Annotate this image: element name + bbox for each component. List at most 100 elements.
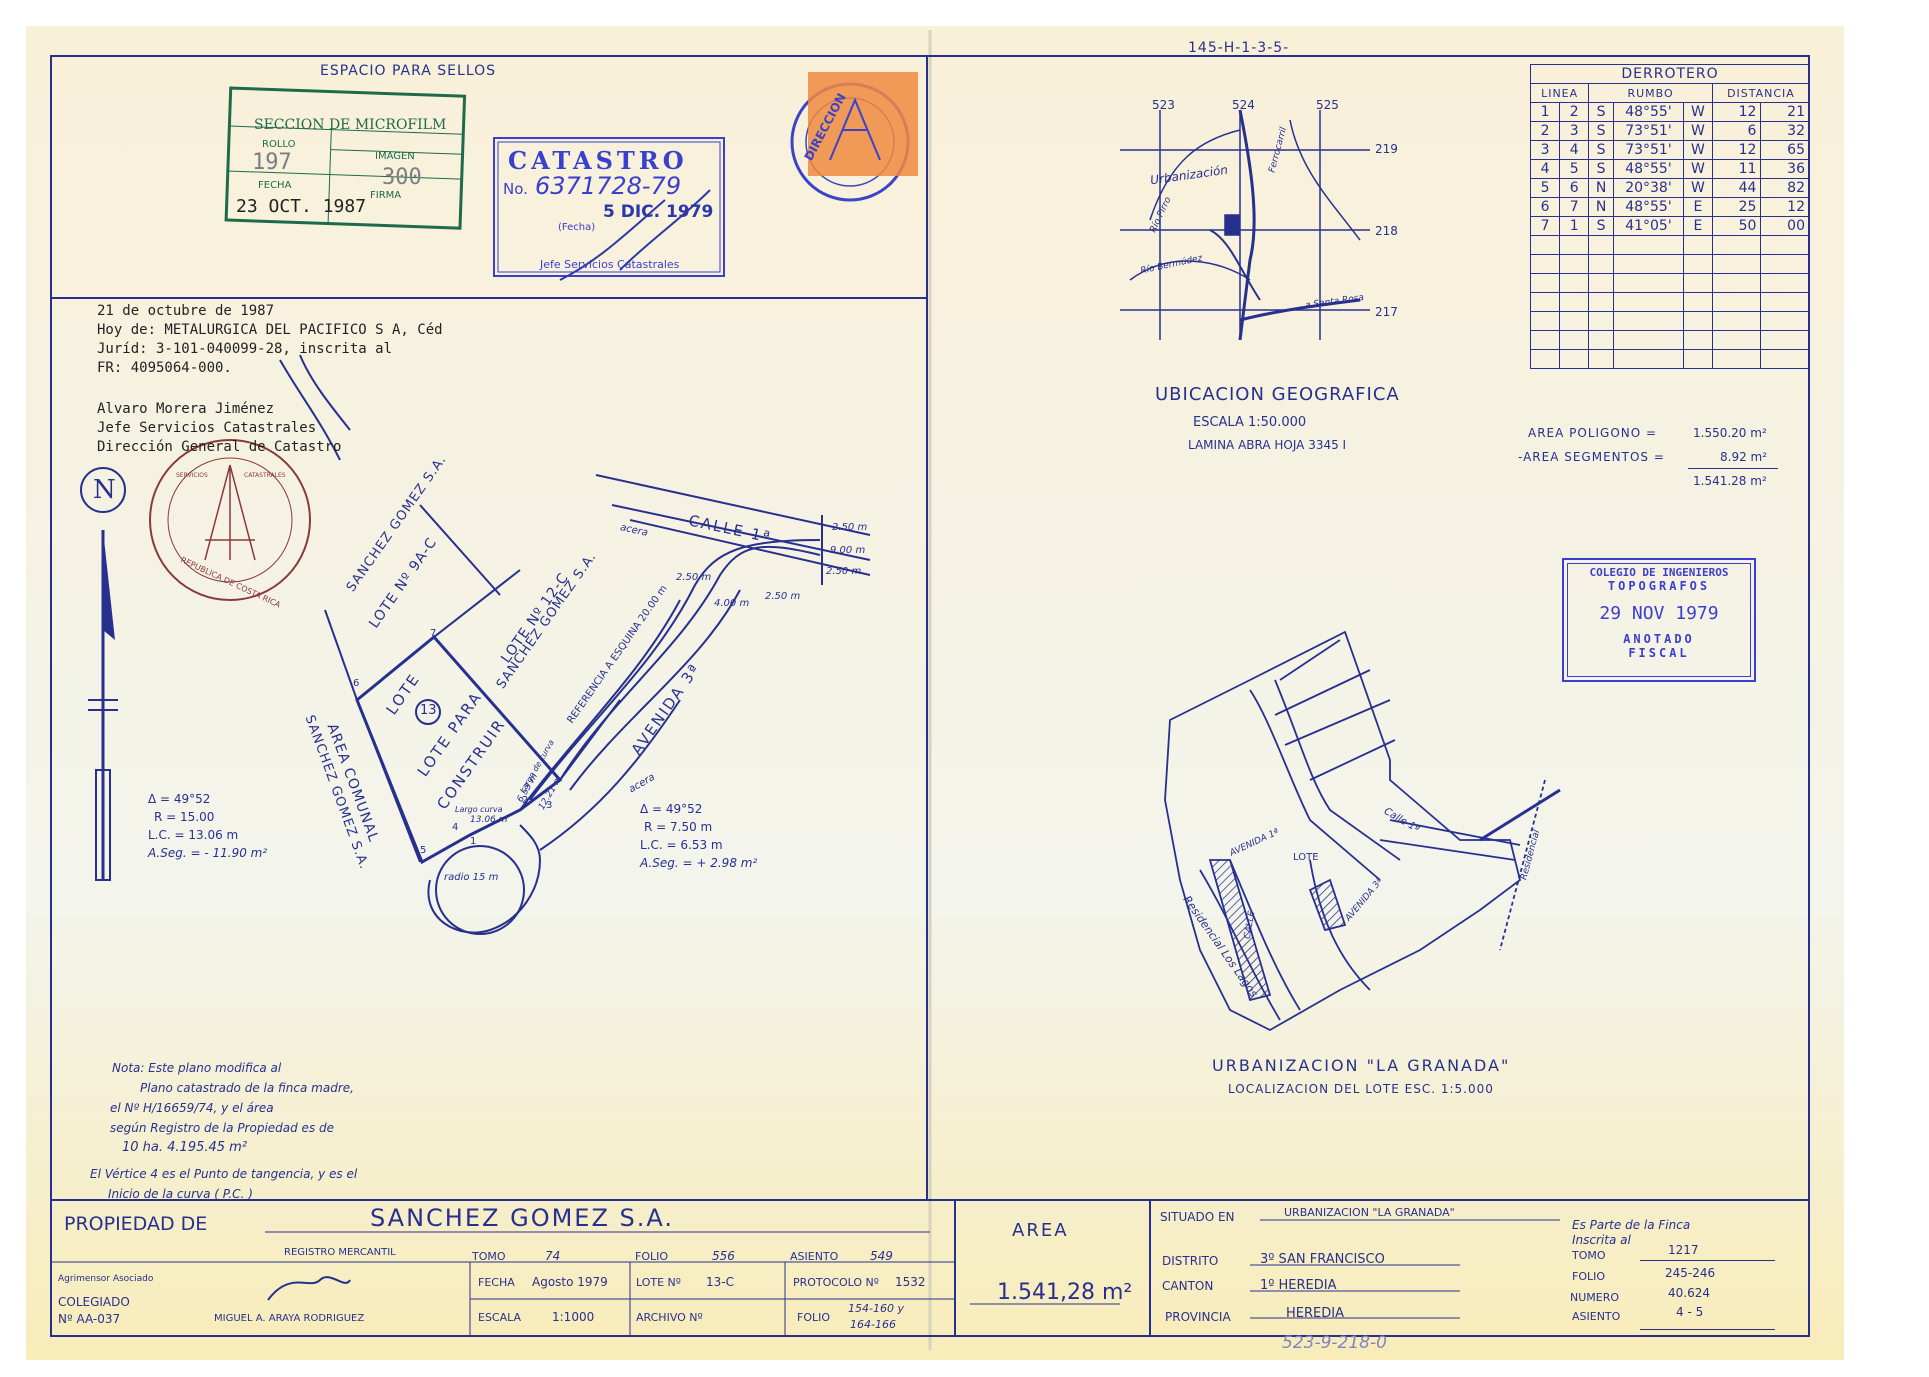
vertex-2: 2: [522, 795, 529, 806]
agrimensor-label: Agrimensor Asociado: [58, 1274, 154, 1284]
ubicacion-lamina: LAMINA ABRA HOJA 3345 I: [1188, 438, 1347, 452]
asiento-label: ASIENTO: [790, 1250, 839, 1263]
derrotero-cell: 65: [1760, 140, 1810, 160]
derrotero-cell: S: [1588, 159, 1614, 179]
derrotero-cell: 32: [1760, 121, 1810, 141]
derrotero-empty-cell: [1760, 235, 1810, 255]
derrotero-empty-row: [1529, 254, 1810, 274]
derrotero-cell: 48°55': [1612, 102, 1685, 122]
dim-2: 9.00 m: [830, 545, 866, 556]
calle-1a: [595, 474, 871, 576]
microfilm-title: SECCION DE MICROFILM: [254, 117, 447, 133]
nota-block: Nota: Este plano modifica al Plano catas…: [90, 1058, 357, 1204]
finca-numero-label: NUMERO: [1570, 1291, 1620, 1304]
provincia-value: HEREDIA: [1286, 1306, 1344, 1321]
derrotero-empty-row: [1529, 330, 1810, 350]
curve-right-line: Δ = 49°52: [640, 802, 703, 816]
ubicacion-title: UBICACION GEOGRAFICA: [1155, 384, 1400, 405]
urbanizacion-title: URBANIZACION "LA GRANADA": [1212, 1056, 1511, 1075]
derrotero-empty-cell: [1711, 311, 1762, 331]
finca-numero: 40.624: [1668, 1286, 1710, 1300]
site-plan: [324, 474, 871, 935]
microfilm-rollo-label: ROLLO: [262, 139, 296, 150]
derrotero-empty-cell: [1559, 273, 1590, 293]
derrotero-empty-cell: [1588, 254, 1614, 274]
derrotero-cell: 48°55': [1612, 197, 1685, 217]
catastro-fecha-label: (Fecha): [558, 222, 596, 233]
derrotero-empty-cell: [1612, 292, 1685, 312]
nota-line: según Registro de la Propiedad es de: [110, 1121, 335, 1135]
finca-asiento: 4 - 5: [1676, 1305, 1704, 1319]
title-block: [51, 1199, 1809, 1336]
derrotero-cell: W: [1683, 102, 1713, 122]
vertex-6: 6: [353, 678, 360, 689]
derrotero-cell: 21: [1760, 102, 1810, 122]
finca-rules: [1640, 1260, 1775, 1330]
derrotero-cell: 12: [1711, 140, 1762, 160]
vertex-5: 5: [420, 845, 427, 856]
catastro-number: 6371728-79: [535, 172, 682, 200]
dim-5: 2.50 m: [765, 591, 801, 602]
propiedad-label: PROPIEDAD DE: [64, 1213, 208, 1235]
derrotero-empty-cell: [1588, 273, 1614, 293]
derrotero-cell: 4: [1559, 140, 1590, 160]
colegio-line: COLEGIO DE INGENIEROS: [1589, 566, 1729, 579]
nota-line: Nota: Este plano modifica al: [112, 1061, 282, 1075]
derrotero-cell: 2: [1559, 102, 1590, 122]
derrotero-cell: 36: [1760, 159, 1810, 179]
derrotero-empty-cell: [1559, 254, 1590, 274]
annotation-block: 21 de octubre de 1987 Hoy de: METALURGIC…: [97, 302, 443, 457]
derrotero-empty-cell: [1612, 330, 1685, 350]
curve-left-data: Δ = 49°52 R = 15.00 L.C. = 13.06 m A.Seg…: [148, 790, 267, 862]
derrotero-empty-cell: [1760, 349, 1810, 369]
plan-number-bottom: 523-9-218-0: [1282, 1333, 1387, 1353]
curve-left-line: L.C. = 13.06 m: [148, 828, 239, 842]
derrotero-empty-cell: [1711, 292, 1762, 312]
north-letter: N: [93, 475, 116, 505]
microfilm-rollo: 197: [252, 150, 292, 175]
derrotero-cell: 00: [1760, 216, 1810, 236]
derrotero-cell: 41°05': [1612, 216, 1685, 236]
derrotero-empty-cell: [1529, 349, 1561, 369]
finca-folio: 245-246: [1665, 1266, 1716, 1280]
curve-left-line: A.Seg. = - 11.90 m²: [148, 846, 268, 860]
grid-top-3: 525: [1316, 98, 1339, 112]
curve-right-line: R = 7.50 m: [644, 820, 713, 834]
largo-curva-1-value: 13.06 m: [470, 815, 508, 825]
derrotero-cell: 73°51': [1612, 121, 1685, 141]
derrotero-cell: 3: [1559, 121, 1590, 141]
surveyor-name: MIGUEL A. ARAYA RODRIGUEZ: [214, 1313, 365, 1324]
derrotero-empty-cell: [1683, 292, 1713, 312]
canton-label: CANTON: [1162, 1279, 1214, 1293]
nota-line: el Nº H/16659/74, y el área: [110, 1101, 274, 1115]
ubicacion-escala: ESCALA 1:50.000: [1193, 415, 1307, 430]
annotation-line: FR: 4095064-000.: [97, 360, 232, 376]
grid-right-1: 219: [1375, 142, 1398, 156]
derrotero-empty-cell: [1711, 273, 1762, 293]
derrotero-cell: W: [1683, 121, 1713, 141]
folio-label: FOLIO: [635, 1250, 669, 1263]
derrotero-empty-cell: [1559, 311, 1590, 331]
derrotero-cell: W: [1683, 178, 1713, 198]
colegiado-number: Nº AA-037: [58, 1312, 121, 1326]
derrotero-empty-cell: [1760, 330, 1810, 350]
urb-lote-label: LOTE: [1293, 852, 1319, 863]
derrotero-empty-cell: [1588, 330, 1614, 350]
derrotero-empty-cell: [1559, 330, 1590, 350]
radio-label: radio 15 m: [444, 872, 499, 883]
derrotero-cell: S: [1588, 102, 1614, 122]
dim-3: 2.50 m: [826, 566, 862, 577]
derrotero-empty-cell: [1559, 349, 1590, 369]
derrotero-empty-row: [1529, 273, 1810, 293]
curve-right-line: A.Seg. = + 2.98 m²: [640, 856, 758, 870]
urbanizacion-subtitle: LOCALIZACION DEL LOTE ESC. 1:5.000: [1228, 1082, 1494, 1096]
seal-inner-2: CATASTRALES: [244, 472, 286, 479]
derrotero-cell: W: [1683, 140, 1713, 160]
finca-folio-label: FOLIO: [1572, 1270, 1606, 1283]
derrotero-empty-cell: [1683, 235, 1713, 255]
derrotero-cell: 5: [1559, 159, 1590, 179]
annotation-signer: Jefe Servicios Catastrales: [97, 420, 317, 436]
